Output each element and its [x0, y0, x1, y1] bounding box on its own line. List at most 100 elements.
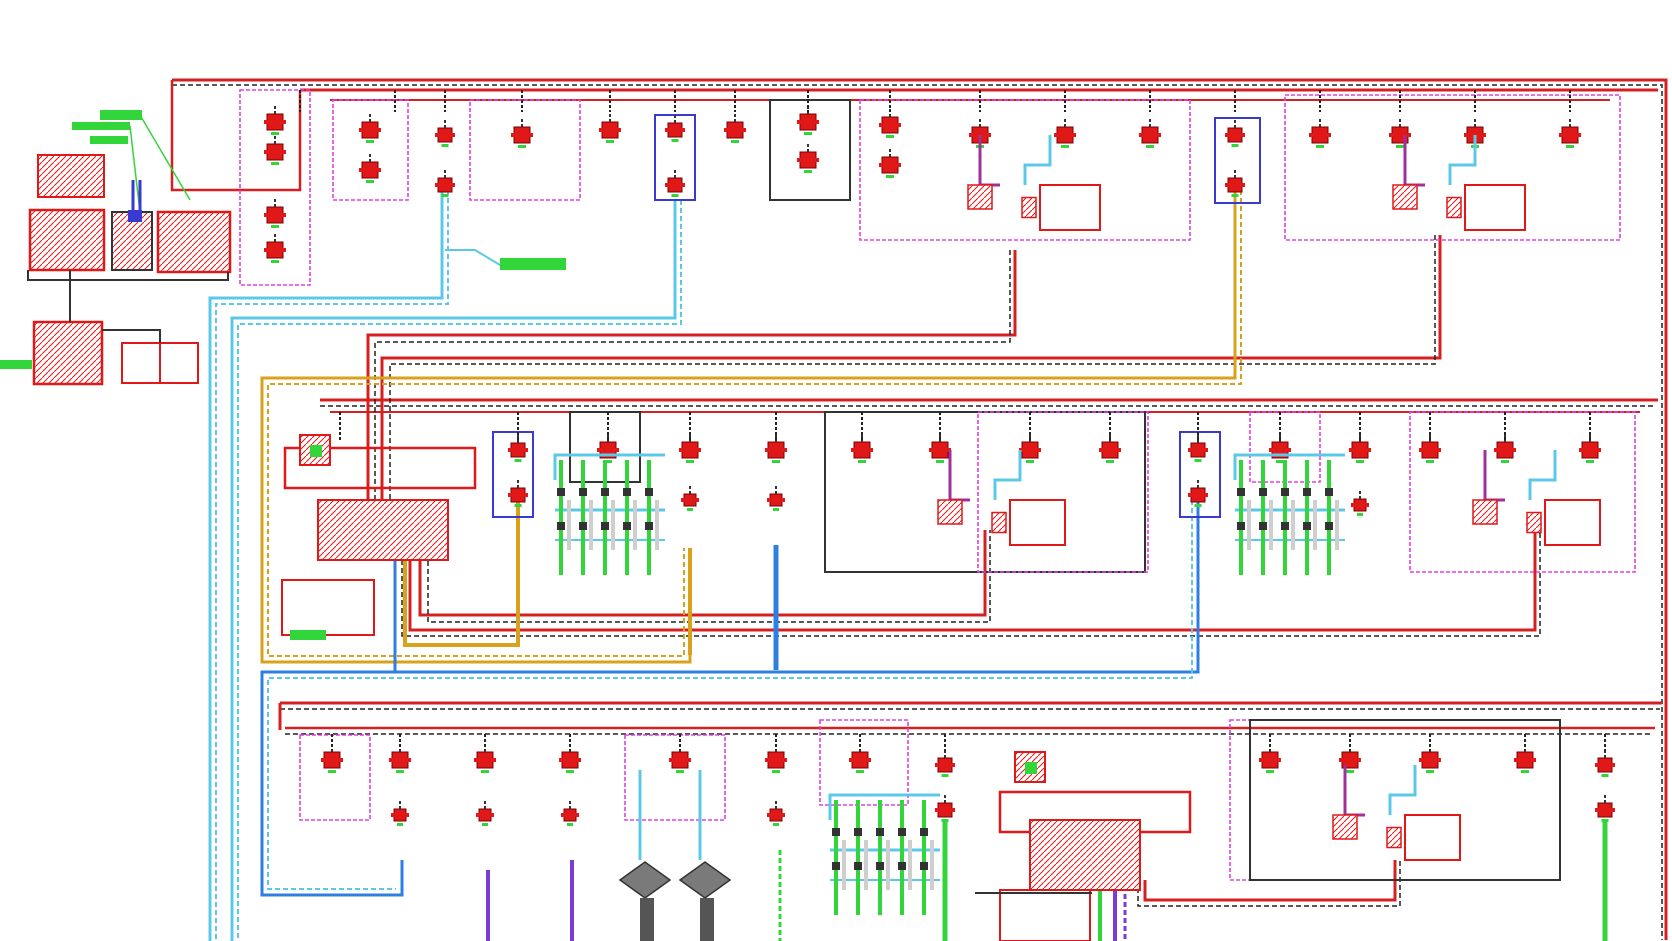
riser-1: [366, 250, 1017, 520]
valve-icon: [935, 748, 955, 777]
valve-icon: [391, 799, 409, 826]
pipe-lines: [208, 190, 1608, 941]
valve-icon: [508, 433, 528, 462]
station-frame: [1409, 411, 1636, 573]
station-frame: [1214, 117, 1261, 204]
valve-icon: [1099, 432, 1121, 463]
cyan-branch: [445, 249, 506, 269]
valve-icon: [1349, 432, 1371, 463]
valve-icon: [476, 799, 494, 826]
bus-row2-return2-dash: [401, 520, 1541, 637]
station-frame: [299, 734, 371, 821]
gold-drop: [403, 495, 520, 647]
bus-row1-dash: [172, 84, 1663, 940]
cyan-loop-1b: [215, 190, 449, 941]
valve-icon: [359, 152, 381, 183]
manifold: [1233, 453, 1345, 575]
valve-icon: [1139, 117, 1161, 148]
skid-box-pump: [1526, 511, 1542, 534]
skid-row3-base: [999, 889, 1091, 941]
valve-icon: [1595, 748, 1615, 777]
skid-box-filter: [1332, 814, 1358, 840]
grey-machine-2: [678, 861, 732, 941]
green-tag-3: [90, 136, 128, 144]
valve-icon: [264, 232, 286, 263]
cabinet-link-3: [27, 270, 229, 281]
blue-loop-1: [260, 500, 1200, 897]
manifold-groups: [553, 453, 1345, 915]
green-lead-1: [139, 114, 191, 201]
green-tag-4: [0, 360, 32, 369]
skid-box-water: [1023, 135, 1052, 185]
station-devices: [264, 90, 1615, 861]
skid-box-pump: [1021, 196, 1037, 219]
control-cabinets: [0, 110, 566, 386]
skid-row2-frame: [283, 446, 477, 490]
green-tag-5: [500, 258, 566, 270]
skid-box: [1464, 184, 1526, 231]
skid-row2-tag: [290, 630, 326, 640]
cabinet-link-2: [102, 329, 161, 343]
station-frame: [769, 99, 851, 201]
valve-icon: [1269, 432, 1291, 463]
cyan-loop-2: [230, 200, 677, 941]
valve-icon: [1514, 742, 1536, 773]
valve-icon: [1559, 117, 1581, 148]
valve-icon: [561, 799, 579, 826]
valve-icon: [879, 147, 901, 178]
gold-loop: [260, 190, 1237, 664]
station-frame: [624, 734, 726, 821]
riser-1-dash: [374, 250, 1011, 520]
skid-box-pump: [1446, 196, 1462, 219]
valve-icon: [264, 134, 286, 165]
station-frame: [469, 99, 581, 201]
skid-box-water: [1528, 450, 1557, 500]
valve-icon: [1188, 478, 1208, 507]
skid-box-water: [1388, 765, 1417, 815]
skid-box-filter: [1392, 184, 1418, 210]
valve-icon: [851, 432, 873, 463]
bus-row2-return2: [408, 520, 1537, 632]
valve-icon: [389, 742, 411, 773]
valve-icon: [435, 168, 455, 197]
skid-box-filter: [967, 184, 993, 210]
grey-machine-1: [618, 861, 672, 941]
station-frame: [492, 431, 534, 518]
valve-icon: [511, 117, 533, 148]
cyan-loop-1: [208, 190, 444, 941]
skid-box: [1544, 499, 1601, 546]
valve-icon: [264, 197, 286, 228]
valve-icon: [1054, 117, 1076, 148]
bus-row2-return-dash: [427, 505, 991, 623]
valve-icon: [767, 484, 785, 511]
cabinet-monitor: [37, 154, 105, 198]
riser-2: [380, 235, 1442, 520]
skid-row2-body: [317, 499, 449, 561]
valve-icon: [797, 142, 819, 173]
skid-box-filter: [937, 499, 963, 525]
valve-icon: [1419, 432, 1441, 463]
valve-icon: [724, 112, 746, 143]
skid-row2-base: [281, 579, 375, 636]
valve-icon: [508, 478, 528, 507]
skid-row2-motor-green: [310, 445, 322, 457]
valve-icon: [1309, 117, 1331, 148]
station-frame: [1229, 719, 1561, 881]
valve-icon: [665, 168, 685, 197]
gold-loop-b: [267, 190, 1242, 657]
cabinet-main-right: [156, 210, 232, 274]
valve-icon: [474, 742, 496, 773]
valve-icon: [1225, 118, 1245, 147]
station-frame: [332, 99, 409, 201]
bus-row3-return-dash: [1137, 860, 1401, 907]
skid-box-water: [1448, 135, 1477, 185]
valve-icon: [669, 742, 691, 773]
valve-icon: [679, 432, 701, 463]
station-frame: [977, 411, 1149, 573]
skid-row3-motor-green: [1025, 762, 1037, 774]
green-lead-2: [129, 125, 141, 213]
station-frame: [239, 89, 311, 286]
skid-box-water: [993, 450, 1022, 500]
valve-icon: [765, 742, 787, 773]
